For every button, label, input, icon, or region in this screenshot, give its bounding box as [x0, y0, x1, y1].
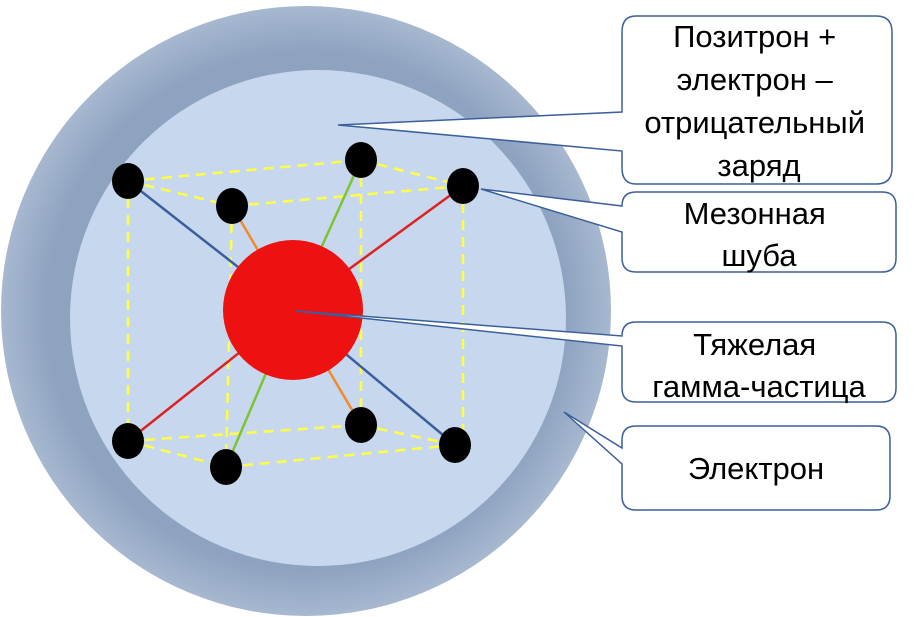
particle: [447, 168, 479, 204]
cube-edges: [126, 158, 465, 469]
callout-positron-line-1: Позитрон +: [673, 19, 836, 54]
callout-gamma-line-1: Тяжелая: [693, 327, 816, 362]
callout-gamma-line-2: гамма-частица: [652, 369, 866, 404]
callout-positron-line-4: заряд: [717, 148, 800, 183]
callout-electron: Электрон: [563, 411, 891, 511]
svg-text:Электрон: Электрон: [688, 451, 824, 486]
callout-heavy-gamma: Тяжелая гамма-частица: [295, 310, 897, 404]
particle: [345, 142, 377, 178]
meson-particles: [112, 142, 479, 485]
svg-text:Мезонная шуба: Мезонная шуба: [684, 196, 835, 273]
callout-electron-line-1: Электрон: [688, 451, 824, 486]
callout-positron-electron-shape: [337, 15, 893, 185]
callout-meson-coat: Мезонная шуба: [480, 188, 897, 273]
callout-electron-shape: [563, 411, 891, 511]
particle: [210, 449, 242, 485]
callout-positron-electron: Позитрон + электрон – отрицательный заря…: [337, 15, 893, 185]
callout-meson-line-1: Мезонная: [684, 196, 826, 231]
particle: [112, 423, 144, 459]
particle: [216, 188, 248, 224]
particle: [345, 407, 377, 443]
heavy-gamma-core: [223, 240, 363, 380]
particle: [112, 163, 144, 199]
callout-positron-line-2: электрон –: [677, 62, 834, 97]
callout-positron-line-3: отрицательный: [644, 105, 865, 140]
particle: [439, 427, 471, 463]
svg-text:Позитрон + электрон –: Позитрон + электрон – отрицательный заря…: [644, 19, 873, 183]
callout-heavy-gamma-shape: [295, 310, 897, 403]
callout-meson-coat-shape: [480, 188, 897, 273]
svg-text:Тяжелая гамма-частица: Тяжелая гамма-частица: [652, 327, 866, 404]
callout-meson-line-2: шуба: [721, 238, 797, 273]
